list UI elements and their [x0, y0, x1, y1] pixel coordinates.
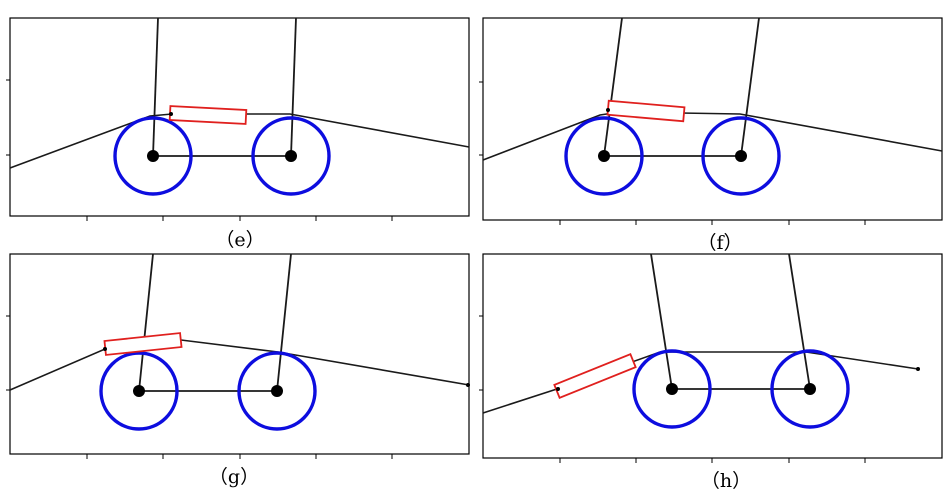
panel-f: （f）	[479, 17, 943, 254]
wheel-hub-front	[133, 385, 145, 397]
plot-frame	[482, 17, 943, 221]
panel-g: （g）	[6, 253, 470, 488]
wheel-hub-rear	[804, 383, 816, 395]
wheel-hub-front	[598, 150, 610, 162]
road-profile	[482, 351, 919, 414]
wheel-front	[113, 116, 193, 196]
suspension-strut-front	[152, 17, 159, 157]
panel-caption: （h）	[701, 470, 751, 492]
panel-caption: （g）	[209, 466, 259, 488]
road-end-point	[916, 367, 920, 371]
wheel-front	[632, 349, 712, 429]
red-rectangle-part	[553, 352, 637, 400]
road-end-point	[466, 383, 470, 387]
contact-point	[103, 347, 107, 351]
red-rectangle-part	[168, 105, 248, 125]
wheel-hub-front	[666, 383, 678, 395]
road-profile	[482, 111, 943, 161]
panel-h: （h）	[479, 253, 943, 492]
contact-point	[556, 387, 560, 391]
wheel-rear	[251, 116, 331, 196]
wheel-hub-rear	[271, 385, 283, 397]
plot-frame	[9, 253, 470, 455]
wheel-hub-front	[147, 150, 159, 162]
wheel-front	[99, 351, 179, 431]
panel-caption: （f）	[697, 232, 742, 254]
panel-e: （e）	[6, 17, 470, 251]
suspension-strut-front	[603, 17, 623, 157]
wheel-rear	[770, 349, 850, 429]
wheel-front	[564, 116, 644, 196]
suspension-strut-rear	[788, 253, 811, 390]
suspension-strut-front	[138, 253, 154, 392]
red-rectangle-part	[606, 99, 686, 123]
suspension-strut-front	[650, 253, 673, 390]
wheel-hub-rear	[285, 150, 297, 162]
contact-point	[606, 108, 610, 112]
contact-point	[169, 112, 173, 116]
panel-caption: （e）	[215, 229, 264, 251]
wheel-rear	[701, 116, 781, 196]
red-rectangle-part	[103, 332, 183, 356]
suspension-strut-rear	[740, 17, 760, 157]
wheel-rear	[237, 351, 317, 431]
plot-frame	[482, 253, 943, 459]
suspension-strut-rear	[276, 253, 292, 392]
suspension-strut-rear	[290, 17, 297, 157]
wheel-hub-rear	[735, 150, 747, 162]
